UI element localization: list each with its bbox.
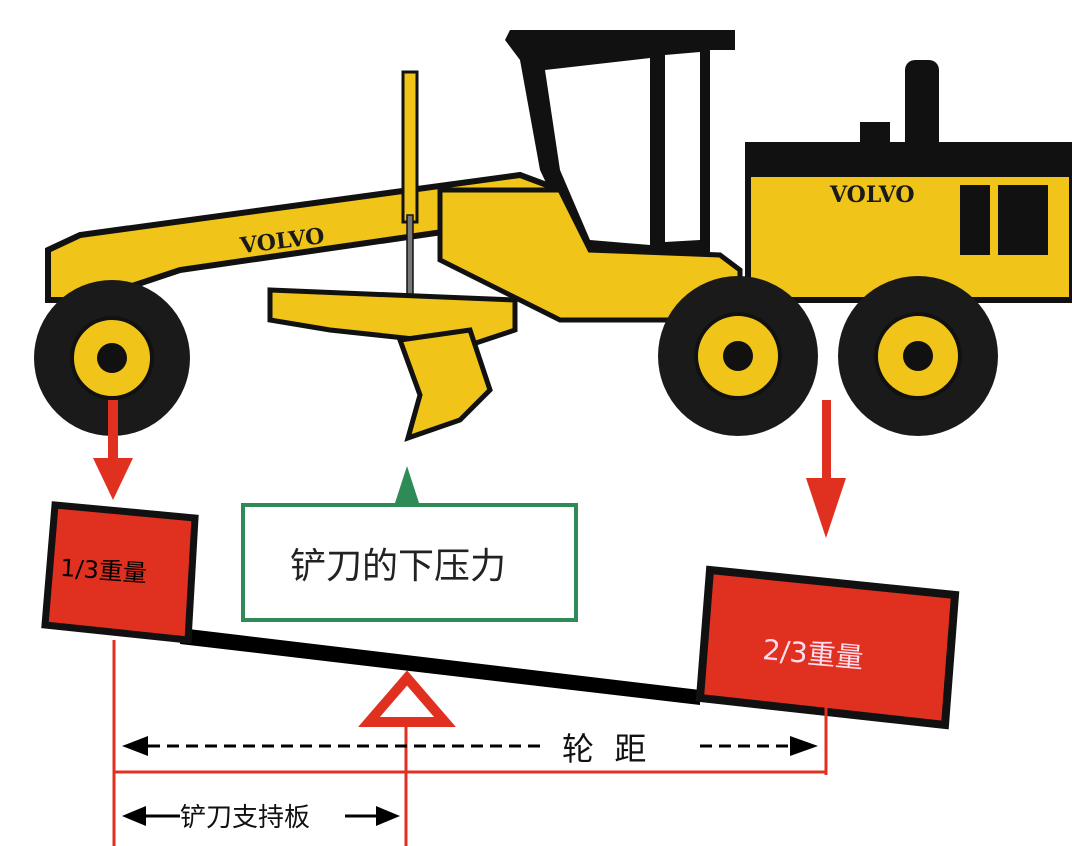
engine-housing: VOLVO bbox=[745, 60, 1072, 303]
engine-brand-text: VOLVO bbox=[829, 182, 915, 208]
blade bbox=[396, 327, 493, 442]
front-load-arrow bbox=[93, 400, 133, 500]
blade-force-label: 铲刀的下压力 bbox=[290, 546, 506, 587]
motor-grader: VOLVO VOLVO bbox=[34, 30, 1072, 442]
lever-beam bbox=[180, 628, 700, 705]
front-wheel bbox=[34, 280, 190, 436]
fulcrum-triangle bbox=[358, 670, 456, 727]
blade-support-dimension: 铲刀支持板 bbox=[122, 803, 400, 833]
blade-force-arrow bbox=[394, 466, 420, 506]
blade-force-box: 铲刀的下压力 bbox=[241, 503, 578, 622]
moldboard-frame bbox=[267, 287, 518, 348]
front-weight-block: 1/3重量 bbox=[41, 501, 199, 644]
blade-support-label: 铲刀支持板 bbox=[180, 803, 310, 833]
front-weight-label: 1/3重量 bbox=[59, 554, 147, 588]
middle-rear-wheel bbox=[658, 276, 818, 436]
wheelbase-dimension: 轮 距 bbox=[112, 640, 828, 846]
lift-cylinder bbox=[401, 70, 419, 224]
wheelbase-label: 轮 距 bbox=[562, 730, 646, 768]
back-rear-wheel bbox=[838, 276, 998, 436]
rear-weight-block: 2/3重量 bbox=[695, 565, 960, 730]
rear-load-arrow bbox=[806, 400, 846, 538]
